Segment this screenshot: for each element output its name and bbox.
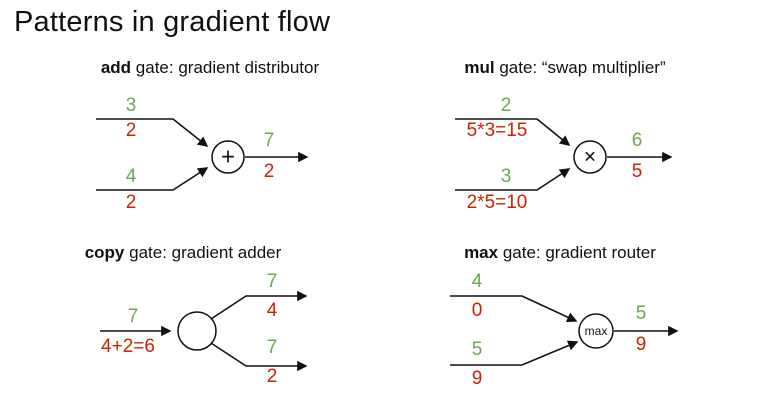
mul-output-value: 6 [631, 130, 643, 151]
copy-output2-arrow [210, 342, 308, 372]
copy-node [177, 311, 217, 351]
mul-node-symbol: × [584, 146, 596, 169]
add-node [211, 140, 245, 174]
copy-output2-grad: 2 [266, 366, 278, 387]
copy-output2-value: 7 [266, 337, 278, 358]
max-node [578, 313, 614, 349]
add-input2-value: 4 [125, 166, 137, 187]
copy-output1-arrow [210, 290, 308, 320]
max-input1-value: 4 [471, 271, 483, 292]
copy-gate-name: copy [84, 243, 125, 262]
copy-input-grad: 4+2=6 [101, 336, 155, 357]
mul-input2-value: 3 [500, 166, 512, 187]
add-output-value: 7 [263, 130, 275, 151]
max-input2-grad: 9 [471, 368, 483, 389]
max-output-grad: 9 [635, 334, 647, 355]
max-gate-heading-rest: gate: gradient router [498, 243, 656, 262]
mul-input1-arrow [455, 118, 571, 146]
max-input1-grad: 0 [471, 300, 483, 321]
max-node-symbol: max [585, 324, 608, 338]
add-gate-heading: add gate: gradient distributor [60, 58, 360, 78]
mul-input2-grad: 2*5=10 [466, 192, 528, 213]
add-input2-grad: 2 [125, 192, 137, 213]
max-gate-name: max [464, 243, 499, 262]
mul-input2-arrow [455, 168, 571, 191]
max-input2-arrow [450, 340, 579, 366]
copy-input-value: 7 [127, 306, 139, 327]
max-input1-arrow [450, 295, 578, 323]
mul-gate-heading: mul gate: “swap multiplier” [415, 58, 715, 78]
add-input1-value: 3 [125, 95, 137, 116]
copy-gate-heading-rest: gate: gradient adder [124, 243, 282, 262]
copy-output1-grad: 4 [266, 300, 278, 321]
mul-input1-value: 2 [500, 95, 512, 116]
mul-output-grad: 5 [631, 161, 643, 182]
add-gate-heading-rest: gate: gradient distributor [131, 58, 320, 77]
copy-gate-heading: copy gate: gradient adder [33, 243, 333, 263]
add-output-grad: 2 [263, 161, 275, 182]
add-node-symbol: + [221, 144, 235, 171]
add-input2-arrow [96, 167, 209, 191]
max-output-value: 5 [635, 303, 647, 324]
max-gate-heading: max gate: gradient router [410, 243, 710, 263]
add-input1-arrow [96, 118, 209, 147]
copy-output1-value: 7 [266, 271, 278, 292]
mul-input1-grad: 5*3=15 [466, 120, 528, 141]
mul-gate-heading-rest: gate: “swap multiplier” [494, 58, 666, 77]
max-input2-value: 5 [471, 339, 483, 360]
add-input1-grad: 2 [125, 120, 137, 141]
page-title: Patterns in gradient flow [14, 6, 331, 38]
mul-node [573, 140, 607, 174]
add-gate-name: add [100, 58, 132, 77]
mul-gate-name: mul [464, 58, 495, 77]
